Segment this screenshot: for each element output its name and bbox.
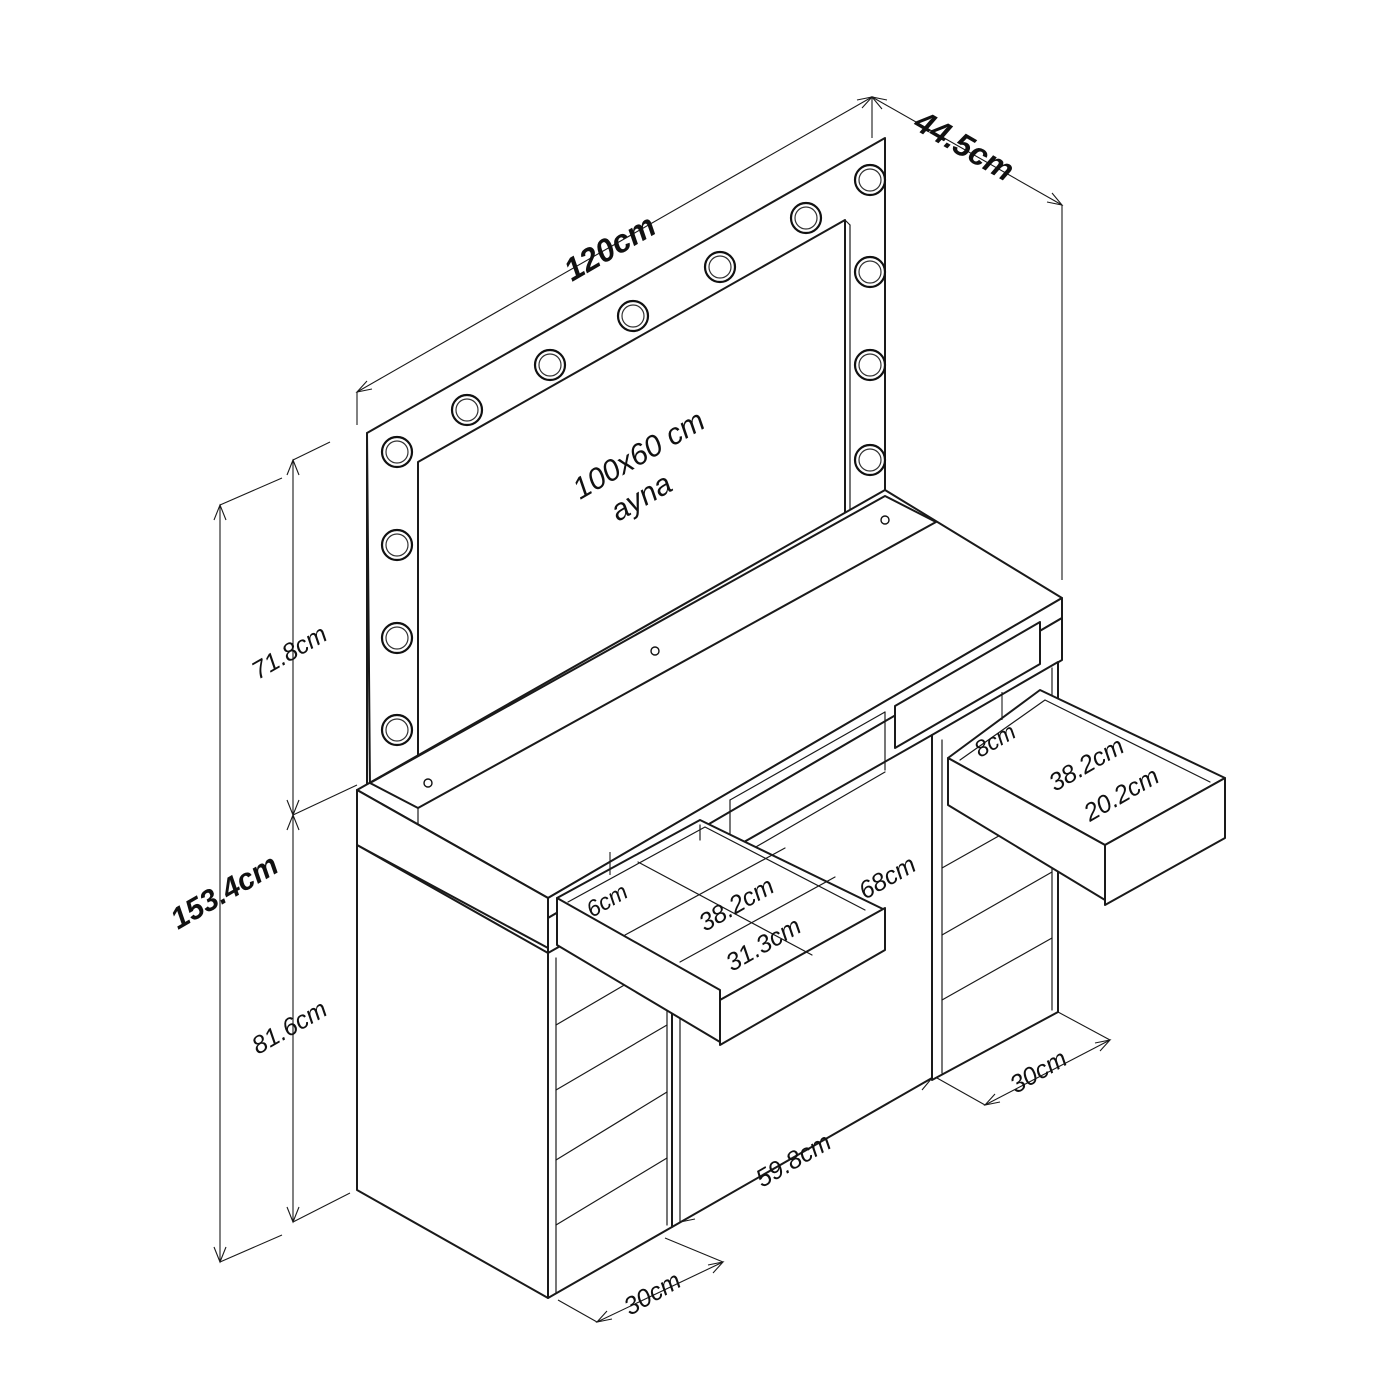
left-cabinet xyxy=(356,844,673,1299)
bulb-icon xyxy=(853,443,887,477)
total-height-label: 153.4cm xyxy=(165,848,284,936)
bulb-icon xyxy=(380,713,414,747)
bulb-icon xyxy=(853,163,887,197)
right-open-drawer xyxy=(947,689,1226,906)
bulb-icon xyxy=(703,250,737,284)
mirror-height-label: 71.8cm xyxy=(247,620,332,685)
bulb-icon xyxy=(380,621,414,655)
mirror-panel xyxy=(366,137,886,791)
bulb-icon xyxy=(533,348,567,382)
right-cabinet-width-label: 30cm xyxy=(1005,1044,1072,1099)
left-cabinet-width-label: 30cm xyxy=(619,1266,686,1321)
bulb-icon xyxy=(853,348,887,382)
depth-label: 44.5cm xyxy=(908,102,1021,188)
bulb-icon xyxy=(616,299,650,333)
desk-height-label: 81.6cm xyxy=(247,995,332,1060)
bulb-icon xyxy=(450,393,484,427)
left-open-drawer xyxy=(556,819,886,1046)
mirror-bulbs xyxy=(380,163,887,747)
bulb-icon xyxy=(380,528,414,562)
bulb-icon xyxy=(380,435,414,469)
bulb-icon xyxy=(853,255,887,289)
bulb-icon xyxy=(789,201,823,235)
